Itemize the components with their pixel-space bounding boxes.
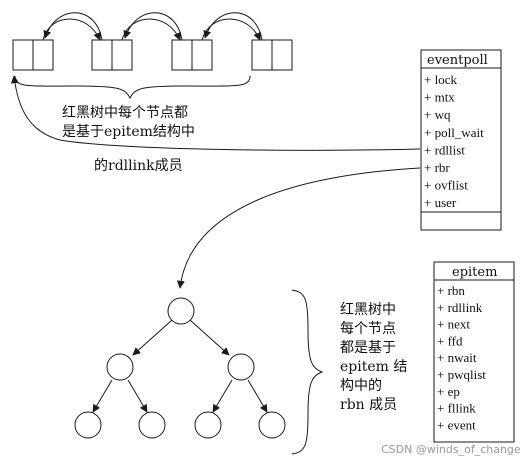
tree-brace xyxy=(291,289,324,455)
red-black-tree xyxy=(74,297,286,439)
rdllist-pointer-arrow xyxy=(10,75,421,151)
epitem-field: + nwait xyxy=(437,350,477,365)
tree-node-leaf-1 xyxy=(74,411,102,439)
rbr-pointer-arrow xyxy=(176,167,421,289)
epitem-title: epitem xyxy=(452,265,497,280)
list-caption-line-1: 红黑树中每个节点都 xyxy=(62,105,188,121)
tree-node-leaf-2 xyxy=(138,411,166,439)
csdn-watermark: CSDN @winds_of_change xyxy=(381,443,521,456)
epitem-class-box: epitem + rbn + rdllink + next+ ffd + nwait +… xyxy=(433,261,515,443)
list-brace xyxy=(14,75,251,100)
list-caption-line-2: 是基于epitem结构中 xyxy=(62,123,195,140)
tree-node-right xyxy=(227,353,255,381)
epitem-field: + event xyxy=(437,417,476,432)
eventpoll-title: eventpoll xyxy=(427,53,488,68)
tree-node-leaf-3 xyxy=(194,411,222,439)
eventpoll-field: + rdllist xyxy=(424,142,465,157)
tree-caption-line-4: epitem 结 xyxy=(340,359,407,375)
eventpoll-field: + lock xyxy=(424,72,457,87)
list-caption-line-3: 的rdllink成员 xyxy=(94,158,183,174)
tree-node-leaf-4 xyxy=(258,411,286,439)
list-link-backward-3 xyxy=(203,12,263,41)
list-link-backward-1 xyxy=(43,12,103,41)
eventpoll-field: + wq xyxy=(424,107,451,122)
tree-caption-line-6: rbn 成员 xyxy=(340,397,397,413)
epitem-field: + ep xyxy=(437,384,460,399)
eventpoll-field: + ovflist xyxy=(424,178,468,193)
tree-node-left xyxy=(106,353,134,381)
eventpoll-field: + mtx xyxy=(424,90,455,105)
list-link-forward-1 xyxy=(42,18,101,41)
epitem-field: + ffd xyxy=(437,333,463,348)
list-link-forward-3 xyxy=(201,18,261,41)
list-node-1 xyxy=(12,39,54,71)
epitem-field: + rdllink xyxy=(437,300,483,315)
tree-caption-line-3: 都是基于 xyxy=(340,339,396,356)
list-link-backward-2 xyxy=(123,12,183,41)
list-node-3 xyxy=(171,39,213,71)
list-node-4 xyxy=(251,39,293,71)
eventpoll-field: + rbr xyxy=(424,160,450,175)
list-link-forward-2 xyxy=(121,18,181,41)
epitem-field: + rbn xyxy=(437,283,465,298)
tree-caption-line-1: 红黑树中 xyxy=(340,302,396,318)
tree-caption-line-2: 每个节点 xyxy=(340,321,396,337)
rdllist-linked-list xyxy=(12,12,293,71)
eventpoll-class-box: eventpoll + lock + mtx + wq + poll_wait + rd… xyxy=(420,49,502,231)
tree-caption-line-5: 构中的 xyxy=(340,378,382,394)
eventpoll-field: + user xyxy=(424,195,457,210)
epitem-field: + next xyxy=(437,317,470,332)
eventpoll-field: + poll_wait xyxy=(424,125,484,140)
list-node-2 xyxy=(91,39,133,71)
epitem-field: + fllink xyxy=(437,401,476,416)
tree-node-root xyxy=(167,297,195,325)
epitem-field: + pwqlist xyxy=(437,367,486,382)
